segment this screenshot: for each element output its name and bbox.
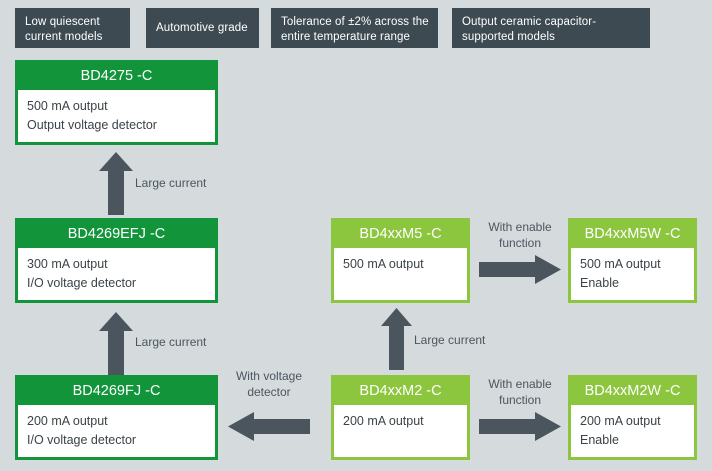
product-box-bd4xxm2-c[interactable]: BD4xxM2 -C 200 mA output bbox=[331, 375, 470, 460]
product-body: 500 mA output bbox=[334, 248, 467, 300]
product-box-bd4269fj-c[interactable]: BD4269FJ -C 200 mA output I/O voltage de… bbox=[15, 375, 218, 460]
product-box-bd4269efj-c[interactable]: BD4269EFJ -C 300 mA output I/O voltage d… bbox=[15, 218, 218, 303]
feature-box-ceramic-capacitor: Output ceramic capacitor-supported model… bbox=[452, 8, 650, 48]
arrow-label-text: function bbox=[498, 393, 542, 407]
arrow-m2-to-m2w-with-enable bbox=[479, 412, 561, 442]
product-spec-line: I/O voltage detector bbox=[27, 433, 137, 447]
product-spec-line: Enable bbox=[580, 276, 619, 290]
product-title: BD4xxM5 -C bbox=[334, 221, 467, 248]
product-spec-line: 300 mA output bbox=[27, 257, 108, 271]
arrow-label-left-upper: Large current bbox=[135, 175, 235, 191]
arrow-label-text: Large current bbox=[135, 335, 207, 349]
product-spec-line: 200 mA output bbox=[580, 414, 661, 428]
product-body: 300 mA output I/O voltage detector bbox=[18, 248, 215, 300]
arrow-m2-to-bd4269fj-with-voltage-detector bbox=[228, 412, 310, 442]
arrow-label-text: With enable bbox=[488, 377, 552, 391]
product-title: BD4269EFJ -C bbox=[18, 221, 215, 248]
product-box-bd4xxm5-c[interactable]: BD4xxM5 -C 500 mA output bbox=[331, 218, 470, 303]
product-box-bd4xxm2w-c[interactable]: BD4xxM2W -C 200 mA output Enable bbox=[568, 375, 697, 460]
arrow-left-lower-large-current bbox=[99, 312, 133, 375]
product-spec-line: 500 mA output bbox=[27, 99, 108, 113]
arrow-label-text: detector bbox=[247, 385, 291, 399]
product-spec-line: 200 mA output bbox=[27, 414, 108, 428]
product-box-bd4xxm5w-c[interactable]: BD4xxM5W -C 500 mA output Enable bbox=[568, 218, 697, 303]
feature-box-low-quiescent: Low quiescent current models bbox=[15, 8, 130, 48]
product-spec-line: 500 mA output bbox=[580, 257, 661, 271]
product-spec-line: I/O voltage detector bbox=[27, 276, 137, 290]
product-title: BD4xxM5W -C bbox=[571, 221, 694, 248]
feature-box-automotive-grade: Automotive grade bbox=[146, 8, 259, 48]
arrow-label-middle: Large current bbox=[414, 332, 514, 348]
product-body: 500 mA output Output voltage detector bbox=[18, 90, 215, 142]
arrow-label-left-lower: Large current bbox=[135, 334, 235, 350]
arrow-label-text: With voltage bbox=[235, 369, 303, 383]
arrow-label-m2-to-bd4269fj: With voltage detector bbox=[222, 368, 316, 400]
arrow-label-text: With enable bbox=[488, 220, 552, 234]
arrow-left-upper-large-current bbox=[99, 152, 133, 215]
product-spec-line: 500 mA output bbox=[343, 257, 424, 271]
arrow-label-m2-to-m2w: With enable function bbox=[473, 376, 567, 408]
feature-text: Tolerance of ±2% across the entire tempe… bbox=[281, 16, 429, 43]
product-box-bd4275-c[interactable]: BD4275 -C 500 mA output Output voltage d… bbox=[15, 60, 218, 145]
arrow-label-m5-to-m5w: With enable function bbox=[473, 219, 567, 251]
arrow-label-text: Large current bbox=[414, 333, 486, 347]
product-spec-line: Output voltage detector bbox=[27, 118, 157, 132]
arrow-m5-to-m5w-with-enable bbox=[479, 255, 561, 285]
feature-box-tolerance: Tolerance of ±2% across the entire tempe… bbox=[271, 8, 438, 48]
product-title: BD4275 -C bbox=[18, 63, 215, 90]
product-spec-line: 200 mA output bbox=[343, 414, 424, 428]
product-spec-line: Enable bbox=[580, 433, 619, 447]
arrow-middle-large-current bbox=[381, 308, 412, 370]
feature-text: Automotive grade bbox=[156, 21, 248, 34]
feature-text: Low quiescent current models bbox=[25, 16, 103, 43]
product-title: BD4xxM2W -C bbox=[571, 378, 694, 405]
arrow-label-text: function bbox=[498, 236, 542, 250]
product-body: 500 mA output Enable bbox=[571, 248, 694, 300]
product-body: 200 mA output I/O voltage detector bbox=[18, 405, 215, 457]
product-title: BD4269FJ -C bbox=[18, 378, 215, 405]
product-title: BD4xxM2 -C bbox=[334, 378, 467, 405]
product-body: 200 mA output Enable bbox=[571, 405, 694, 457]
product-body: 200 mA output bbox=[334, 405, 467, 457]
arrow-label-text: Large current bbox=[135, 176, 207, 190]
feature-text: Output ceramic capacitor-supported model… bbox=[462, 16, 597, 43]
